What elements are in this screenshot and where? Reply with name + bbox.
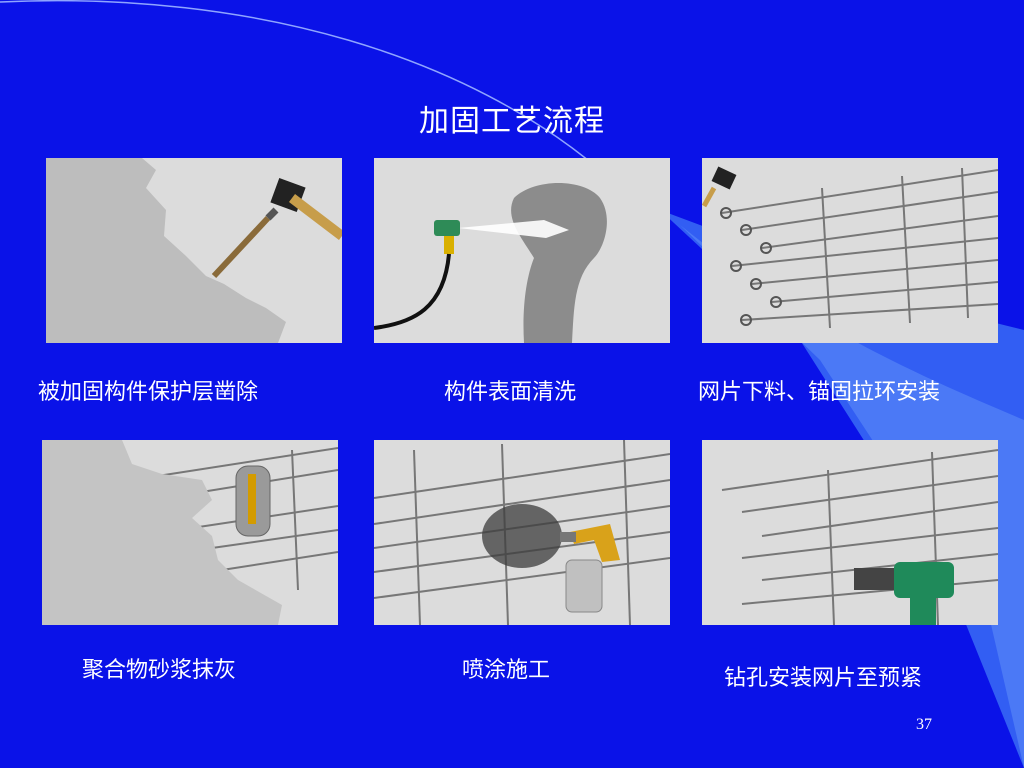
step-1-illustration bbox=[46, 158, 342, 343]
slide-title: 加固工艺流程 bbox=[419, 104, 605, 139]
drill-icon bbox=[702, 440, 998, 625]
step-3-illustration bbox=[702, 158, 998, 343]
step-4-illustration bbox=[42, 440, 338, 625]
spray-nozzle-icon bbox=[374, 158, 670, 343]
hammer-chisel-icon bbox=[46, 158, 342, 343]
step-4-label: 聚合物砂浆抹灰 bbox=[82, 658, 237, 683]
spray-gun-icon bbox=[374, 440, 670, 625]
step-6-illustration bbox=[702, 440, 998, 625]
step-5-illustration bbox=[374, 440, 670, 625]
step-1-label: 被加固构件保护层凿除 bbox=[38, 380, 259, 405]
step-6-label: 钻孔安装网片至预紧 bbox=[724, 666, 923, 691]
step-2-label: 构件表面清洗 bbox=[444, 380, 577, 405]
step-2-illustration bbox=[374, 158, 670, 343]
wire-mesh-anchors-icon bbox=[702, 158, 998, 343]
step-3-label: 网片下料、锚固拉环安装 bbox=[698, 380, 941, 405]
step-5-label: 喷涂施工 bbox=[462, 658, 551, 683]
page-number: 37 bbox=[916, 716, 932, 733]
trowel-icon bbox=[42, 440, 338, 625]
